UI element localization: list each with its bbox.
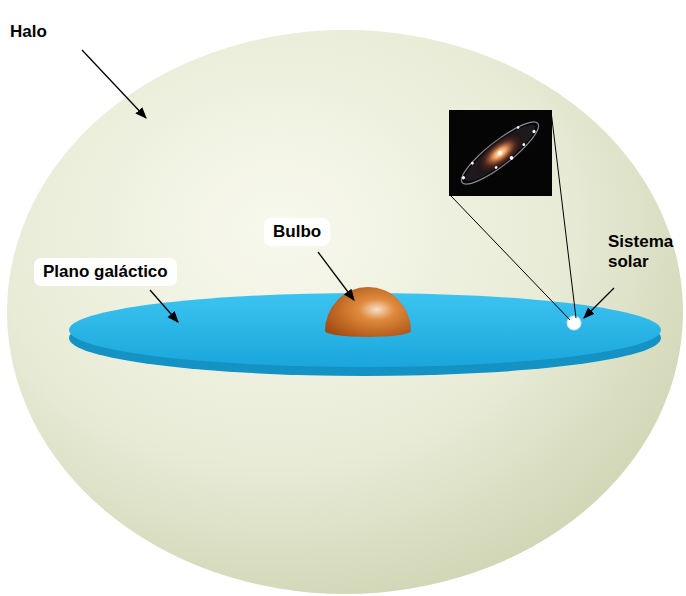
bulge-dome (325, 287, 411, 337)
part-label: Plano galáctico (34, 258, 177, 286)
leader-arrow (584, 288, 614, 318)
inset-line (451, 196, 570, 320)
leader-arrow (150, 290, 178, 322)
solar-system-dot (567, 316, 581, 330)
part-label: Halo (10, 22, 47, 42)
leader-arrow (318, 252, 354, 300)
part-label: Sistema solar (608, 232, 682, 271)
halo-sphere (7, 30, 683, 594)
leader-arrow (82, 50, 146, 118)
galaxy-photo-inset (449, 110, 552, 196)
part-label: Bulbo (264, 218, 330, 246)
inset-line (551, 111, 576, 318)
